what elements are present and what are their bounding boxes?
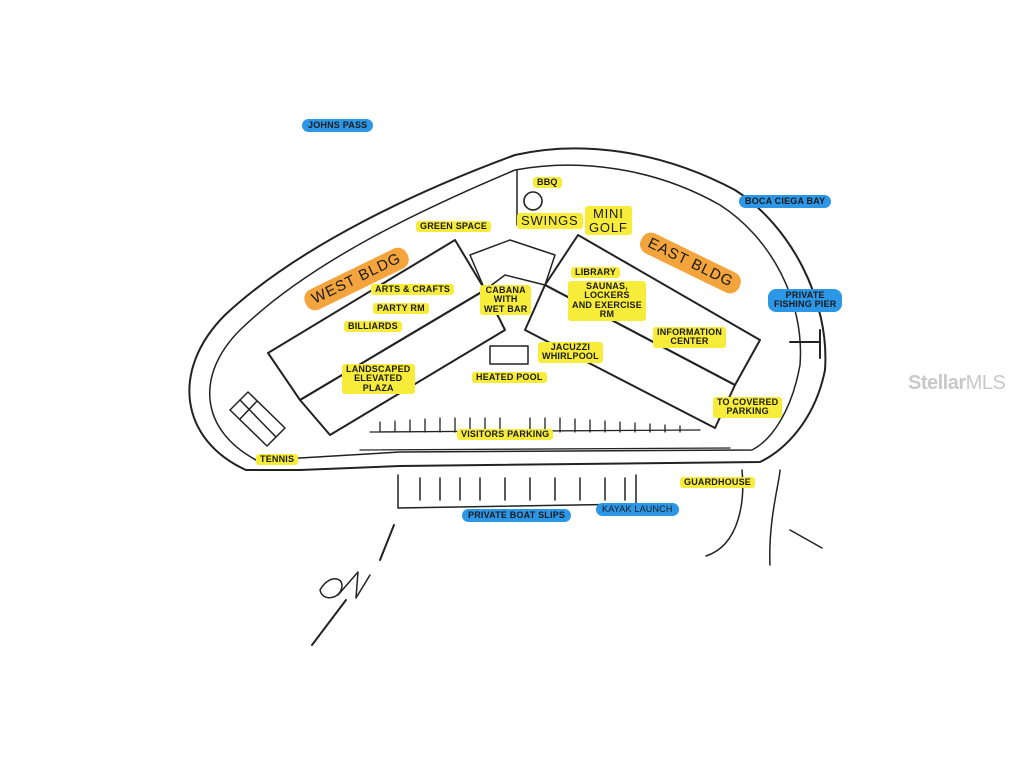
- jacuzzi-label-line2: WHIRLPOOL: [542, 351, 599, 362]
- east-building-lower: [524, 284, 736, 429]
- to-covered-parking-label-line2: PARKING: [726, 406, 769, 417]
- west-building-lower: [299, 289, 506, 436]
- private-fishing-pier-label: PRIVATE FISHING PIER: [768, 289, 843, 312]
- ring-road: [209, 164, 802, 461]
- jacuzzi-label-line1: JACUZZI: [550, 342, 591, 352]
- fishing-pier: [789, 329, 821, 359]
- north-arrow: [311, 524, 395, 646]
- saunas-label: SAUNAS, LOCKERS AND EXERCISE RM: [568, 281, 646, 321]
- saunas-label-line2: LOCKERS: [584, 290, 630, 301]
- cabana-label: CABANA WITH WET BAR: [480, 285, 532, 316]
- cabana-label-line2: WITH: [493, 294, 518, 305]
- information-center-label: INFORMATION CENTER: [653, 327, 727, 348]
- party-rm-label: PARTY RM: [373, 303, 429, 315]
- watermark-brand: Stellar: [908, 372, 966, 394]
- tennis-label: TENNIS: [256, 454, 299, 466]
- information-center-label-line2: CENTER: [670, 336, 709, 347]
- private-fishing-pier-label-line1: PRIVATE: [785, 290, 825, 300]
- pool: [489, 345, 529, 365]
- cabana-label-line3: WET BAR: [484, 303, 528, 314]
- arts-crafts-label: ARTS & CRAFTS: [371, 284, 455, 296]
- private-fishing-pier-label-line2: FISHING PIER: [774, 299, 837, 310]
- property-boundary: [188, 147, 827, 471]
- mini-golf-label: MINI GOLF: [585, 206, 632, 236]
- heated-pool-label: HEATED POOL: [472, 372, 547, 384]
- billiards-label: BILLIARDS: [344, 321, 402, 333]
- visitors-parking-label: VISITORS PARKING: [457, 429, 554, 441]
- landscaped-plaza-label: LANDSCAPED ELEVATED PLAZA: [342, 364, 415, 395]
- saunas-label-line3: AND EXERCISE: [572, 299, 642, 310]
- jacuzzi-label: JACUZZI WHIRLPOOL: [538, 342, 603, 363]
- boat-slips: [397, 474, 637, 509]
- to-covered-parking-label-line1: TO COVERED: [717, 397, 779, 407]
- swings-label: SWINGS: [517, 213, 583, 229]
- cabana-label-line1: CABANA: [485, 285, 526, 295]
- bbq-label: BBQ: [533, 177, 562, 189]
- tennis-court: [229, 391, 286, 447]
- library-label: LIBRARY: [571, 267, 621, 279]
- stellarmls-watermark: StellarMLS: [908, 372, 1006, 395]
- information-center-label-line1: INFORMATION: [657, 327, 723, 337]
- watermark-suffix: MLS: [965, 372, 1006, 394]
- cabana-block: [469, 239, 556, 291]
- mini-golf-label-line2: GOLF: [589, 219, 628, 235]
- saunas-label-line1: SAUNAS,: [586, 281, 628, 291]
- landscaped-plaza-label-line1: LANDSCAPED: [346, 364, 411, 374]
- johns-pass-label: JOHNS PASS: [302, 119, 374, 133]
- private-boat-slips-label: PRIVATE BOAT SLIPS: [462, 509, 572, 523]
- boca-ciega-bay-label: BOCA CIEGA BAY: [739, 195, 832, 209]
- landscaped-plaza-label-line3: PLAZA: [362, 382, 394, 393]
- green-space-label: GREEN SPACE: [416, 221, 492, 233]
- landscaped-plaza-label-line2: ELEVATED: [354, 373, 403, 384]
- bbq-circle: [523, 191, 543, 211]
- saunas-label-line4: RM: [599, 309, 615, 320]
- mini-golf-label-line1: MINI: [592, 206, 624, 221]
- kayak-launch-label: KAYAK LAUNCH: [596, 503, 679, 517]
- guardhouse-label: GUARDHOUSE: [680, 477, 756, 489]
- to-covered-parking-label: TO COVERED PARKING: [713, 397, 783, 418]
